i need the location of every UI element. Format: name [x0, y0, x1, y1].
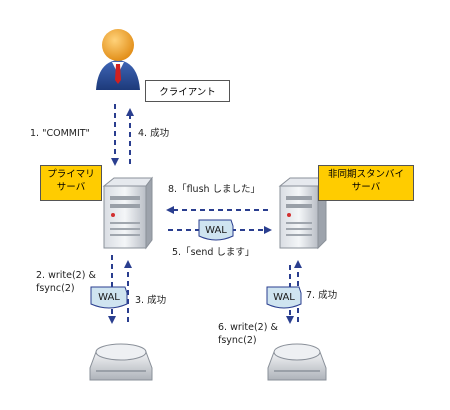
- step-3-label: 3. 成功: [135, 295, 167, 306]
- client-label: クライアント: [159, 87, 216, 98]
- client-label-box: クライアント: [145, 80, 230, 102]
- primary-server-label-box: プライマリ サーバ: [40, 165, 102, 201]
- step-4-label: 4. 成功: [138, 128, 170, 139]
- step-6-label-line2: fsync(2): [218, 335, 257, 346]
- standby-server-label-line2: サーバ: [351, 182, 381, 193]
- standby-disk-icon: [267, 343, 327, 381]
- primary-server-icon: [102, 176, 153, 250]
- step-1-label: 1. "COMMIT": [30, 128, 90, 139]
- standby-server-label-line1: 非同期スタンバイ: [327, 169, 404, 180]
- step-5-label: 5.「send します」: [172, 247, 255, 258]
- step-7-label: 7. 成功: [306, 290, 338, 301]
- step-2-label-line2: fsync(2): [36, 283, 75, 294]
- wal-document-icon-center: WAL: [198, 219, 234, 241]
- step-2-label-line1: 2. write(2) &: [36, 270, 96, 281]
- primary-server-label-line1: プライマリ: [47, 169, 95, 180]
- step-6-label-line1: 6. write(2) &: [218, 322, 278, 333]
- wal-document-icon-standby: WAL: [266, 286, 302, 309]
- wal-label-center: WAL: [205, 225, 227, 236]
- step-8-label: 8.「flush しました」: [168, 184, 261, 195]
- client-person-icon: [96, 29, 140, 90]
- wal-label-primary: WAL: [98, 292, 120, 303]
- wal-label-standby: WAL: [273, 292, 295, 303]
- wal-document-icon-primary: WAL: [90, 286, 128, 309]
- standby-server-label-box: 非同期スタンバイ サーバ: [318, 165, 414, 201]
- primary-server-label-line2: サーバ: [56, 182, 86, 193]
- primary-disk-icon: [89, 343, 153, 381]
